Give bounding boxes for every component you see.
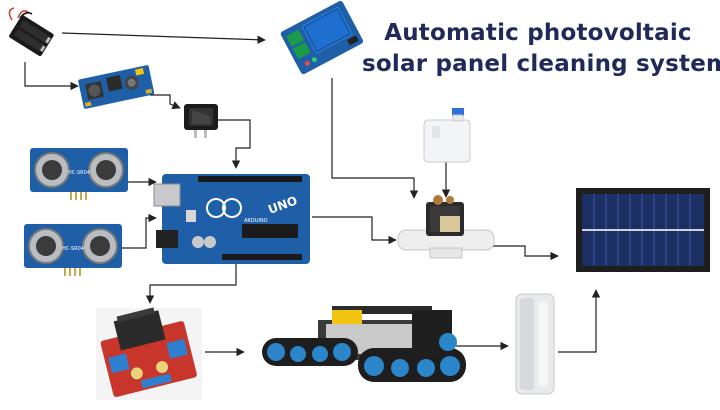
diagram-title: Automatic photovoltaic solar panel clean… [362, 18, 720, 80]
arrow-wiper-to-panel [558, 289, 601, 353]
arrow-battery-to-buck [24, 62, 79, 91]
ultrasonic-sensor-2: HC-SR04 [24, 224, 122, 276]
battery-holder [8, 7, 54, 57]
cleaning-wiper [515, 293, 555, 395]
water-tank [423, 108, 471, 163]
left-track [262, 338, 358, 366]
relay-module [280, 0, 363, 75]
arrow-arduino-to-valve [312, 216, 397, 245]
connector-lines [24, 32, 601, 357]
title-line-1: Automatic photovoltaic [384, 20, 692, 46]
arrow-battery-to-relay [61, 32, 266, 44]
arrow-arduino-to-driver [145, 262, 237, 304]
buck-converter [78, 65, 155, 109]
rocker-switch [184, 104, 218, 138]
solar-panel [576, 188, 710, 272]
arrow-valve-to-panel [492, 245, 559, 261]
arrow-switch-to-arduino [216, 119, 251, 169]
arrow-buck-to-switch [150, 94, 181, 110]
right-track [358, 348, 466, 382]
tracked-robot [262, 306, 466, 382]
title-line-2: solar panel cleaning system [362, 51, 720, 77]
arduino-uno-board: UNO ARDUINO [153, 174, 310, 264]
arrow-sensor2-to-arduino [120, 213, 157, 249]
ultrasonic-sensor-1: HC-SR04 [30, 148, 128, 200]
arduino-brand-label: ARDUINO [244, 218, 268, 224]
motor-driver-board [96, 307, 202, 400]
arrow-relay-to-valve [331, 78, 419, 199]
sensor1-model-label: HC-SR04 [68, 170, 90, 176]
solenoid-valve [397, 195, 495, 259]
sensor2-model-label: HC-SR04 [62, 246, 84, 252]
